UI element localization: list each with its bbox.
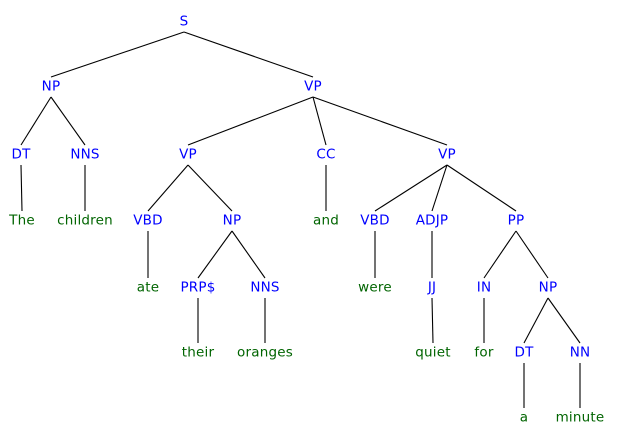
- tree-edge: [183, 31, 314, 78]
- tree-edge: [431, 164, 448, 212]
- tree-node-np: NP: [41, 78, 61, 95]
- tree-leaf-quiet: quiet: [415, 344, 451, 361]
- tree-node-in: IN: [476, 279, 492, 296]
- tree-leaf-a: a: [519, 409, 529, 426]
- tree-edge: [187, 96, 314, 146]
- tree-edge: [50, 31, 185, 78]
- tree-edge: [431, 297, 434, 344]
- tree-node-cc: CC: [316, 146, 336, 163]
- tree-node-s: S: [179, 13, 189, 30]
- tree-edge: [147, 164, 189, 212]
- tree-leaf-their: their: [181, 344, 215, 361]
- tree-node-jj: JJ: [427, 279, 437, 296]
- tree-node-np: NP: [538, 279, 558, 296]
- tree-edge: [197, 230, 233, 279]
- tree-edge: [312, 96, 327, 146]
- tree-edge: [446, 164, 517, 212]
- tree-edge: [50, 96, 86, 146]
- tree-node-vp: VP: [438, 146, 456, 163]
- tree-node-nns: NNS: [250, 279, 280, 296]
- tree-leaf-the: The: [9, 212, 35, 229]
- tree-node-vbd: VBD: [360, 212, 390, 229]
- tree-leaf-oranges: oranges: [237, 344, 293, 361]
- tree-node-pp: PP: [507, 212, 525, 229]
- tree-node-vbd: VBD: [133, 212, 163, 229]
- tree-edge: [231, 230, 266, 279]
- tree-edge: [547, 297, 581, 344]
- tree-node-nn: NN: [569, 344, 591, 361]
- tree-leaf-minute: minute: [555, 409, 605, 426]
- tree-edge: [187, 164, 233, 212]
- tree-node-vp: VP: [304, 78, 322, 95]
- tree-edge: [20, 96, 52, 146]
- tree-edge: [483, 230, 517, 279]
- tree-leaf-children: children: [57, 212, 113, 229]
- tree-leaf-ate: ate: [136, 279, 160, 296]
- tree-node-dt: DT: [514, 344, 534, 361]
- tree-edge: [312, 96, 448, 146]
- tree-node-np: NP: [222, 212, 242, 229]
- tree-leaf-were: were: [358, 279, 392, 296]
- tree-node-prp: PRP$: [180, 279, 216, 296]
- tree-edge: [20, 164, 23, 212]
- tree-edge: [374, 164, 448, 212]
- tree-node-dt: DT: [11, 146, 31, 163]
- tree-node-nns: NNS: [70, 146, 100, 163]
- tree-leaf-for: for: [474, 344, 494, 361]
- tree-leaf-and: and: [313, 212, 339, 229]
- tree-edge: [523, 297, 549, 344]
- tree-node-vp: VP: [179, 146, 197, 163]
- tree-edge: [515, 230, 549, 279]
- tree-node-adjp: ADJP: [415, 212, 449, 229]
